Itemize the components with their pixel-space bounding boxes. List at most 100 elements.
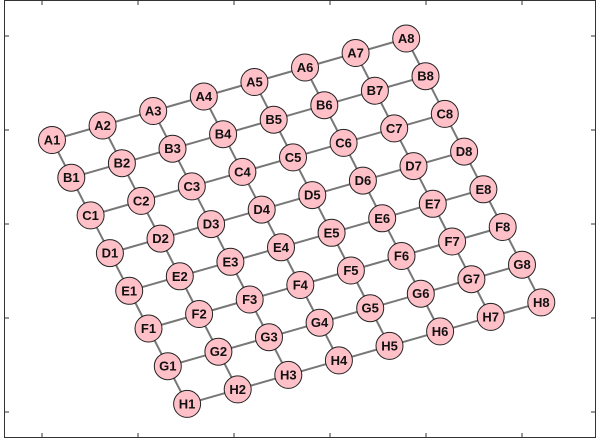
node-label: D5 xyxy=(304,188,321,203)
node-label: E4 xyxy=(273,240,290,255)
node-circle xyxy=(324,346,353,375)
node-circle xyxy=(527,288,556,317)
node-circle xyxy=(134,314,163,343)
node-circle xyxy=(38,126,66,154)
node-label: D2 xyxy=(152,231,169,246)
graph-node-g5: G5 xyxy=(356,294,385,323)
graph-node-h3: H3 xyxy=(274,360,303,389)
plot-frame xyxy=(4,0,596,438)
node-label: B4 xyxy=(215,127,232,142)
graph-node-a2: A2 xyxy=(88,111,117,140)
node-circle xyxy=(115,276,144,305)
node-circle xyxy=(488,213,517,241)
graph-node-c8: C8 xyxy=(430,99,459,128)
node-label: H1 xyxy=(179,396,196,411)
node-label: D4 xyxy=(253,202,270,217)
graph-node-b7: B7 xyxy=(360,76,389,105)
node-label: A2 xyxy=(94,118,111,133)
node-label: F3 xyxy=(242,292,257,307)
node-circle xyxy=(329,128,358,157)
node-circle xyxy=(153,352,182,381)
node-circle xyxy=(348,166,377,195)
node-circle xyxy=(387,242,416,270)
node-circle xyxy=(216,247,245,276)
node-label: A1 xyxy=(44,133,61,148)
node-circle xyxy=(476,302,505,331)
graph-node-a3: A3 xyxy=(139,97,168,125)
graph-node-b5: B5 xyxy=(259,105,288,134)
node-label: D3 xyxy=(203,217,220,232)
graph-node-b4: B4 xyxy=(209,120,238,149)
node-circle xyxy=(127,186,156,215)
graph-node-d5: D5 xyxy=(298,181,327,210)
node-circle xyxy=(411,62,440,91)
node-circle xyxy=(76,201,105,230)
node-circle xyxy=(310,91,339,120)
graph-node-h4: H4 xyxy=(324,346,353,375)
node-circle xyxy=(430,99,459,128)
graph-node-g1: G1 xyxy=(153,352,182,381)
graph-node-e8: E8 xyxy=(469,175,498,204)
graph-node-c3: C3 xyxy=(177,172,206,201)
node-circle xyxy=(291,53,319,82)
graph-edges xyxy=(51,37,543,405)
node-circle xyxy=(173,389,202,418)
graph-node-f7: F7 xyxy=(438,227,467,256)
node-circle xyxy=(177,172,206,201)
node-label: H7 xyxy=(482,309,499,324)
node-circle xyxy=(139,97,168,125)
node-circle xyxy=(189,82,218,111)
node-label: C5 xyxy=(285,150,302,165)
graph-node-d6: D6 xyxy=(348,166,377,195)
graph-node-d4: D4 xyxy=(247,195,276,224)
graph-node-e5: E5 xyxy=(317,218,346,247)
node-label: G8 xyxy=(513,257,530,272)
node-circle xyxy=(305,308,334,337)
node-label: G7 xyxy=(463,272,480,287)
graph-node-g7: G7 xyxy=(457,265,486,294)
node-label: C2 xyxy=(133,193,150,208)
node-circle xyxy=(360,76,389,105)
graph-node-g3: G3 xyxy=(255,323,283,352)
node-label: F4 xyxy=(293,278,309,293)
node-label: E6 xyxy=(374,211,390,226)
node-circle xyxy=(255,323,283,352)
graph-node-b8: B8 xyxy=(411,62,440,91)
frame-ticks xyxy=(4,0,596,438)
graph-node-e4: E4 xyxy=(267,233,295,262)
graph-node-b3: B3 xyxy=(158,134,187,163)
node-label: A3 xyxy=(145,104,162,119)
graph-node-d7: D7 xyxy=(399,152,428,181)
graph-node-d3: D3 xyxy=(197,210,226,239)
node-label: B7 xyxy=(367,83,384,98)
node-label: H4 xyxy=(331,353,348,368)
node-label: G5 xyxy=(362,301,379,316)
node-circle xyxy=(185,300,214,328)
graph-nodes: A1A2A3A4A5A6A7A8B1B2B3B4B5B6B7B8C1C2C3C4… xyxy=(38,24,556,418)
node-circle xyxy=(508,250,536,279)
graph-node-h2: H2 xyxy=(223,375,252,404)
node-label: D6 xyxy=(355,173,372,188)
node-label: F6 xyxy=(394,249,409,264)
graph-node-b6: B6 xyxy=(310,91,339,120)
graph-node-g4: G4 xyxy=(305,308,334,337)
node-circle xyxy=(197,210,226,239)
node-label: C4 xyxy=(234,164,251,179)
node-label: D7 xyxy=(405,159,422,174)
node-label: C8 xyxy=(436,106,453,121)
graph-node-h6: H6 xyxy=(426,317,455,346)
node-circle xyxy=(247,195,276,224)
node-circle xyxy=(438,227,467,256)
node-circle xyxy=(286,271,315,299)
node-circle xyxy=(107,149,136,178)
node-circle xyxy=(209,120,238,149)
node-circle xyxy=(279,143,307,172)
node-circle xyxy=(267,233,295,262)
node-circle xyxy=(228,157,257,186)
node-label: A4 xyxy=(195,89,212,104)
node-label: E8 xyxy=(475,182,491,197)
node-label: F8 xyxy=(495,220,510,235)
graph-node-c2: C2 xyxy=(127,186,156,215)
node-circle xyxy=(204,337,233,366)
graph-node-h7: H7 xyxy=(476,302,505,331)
